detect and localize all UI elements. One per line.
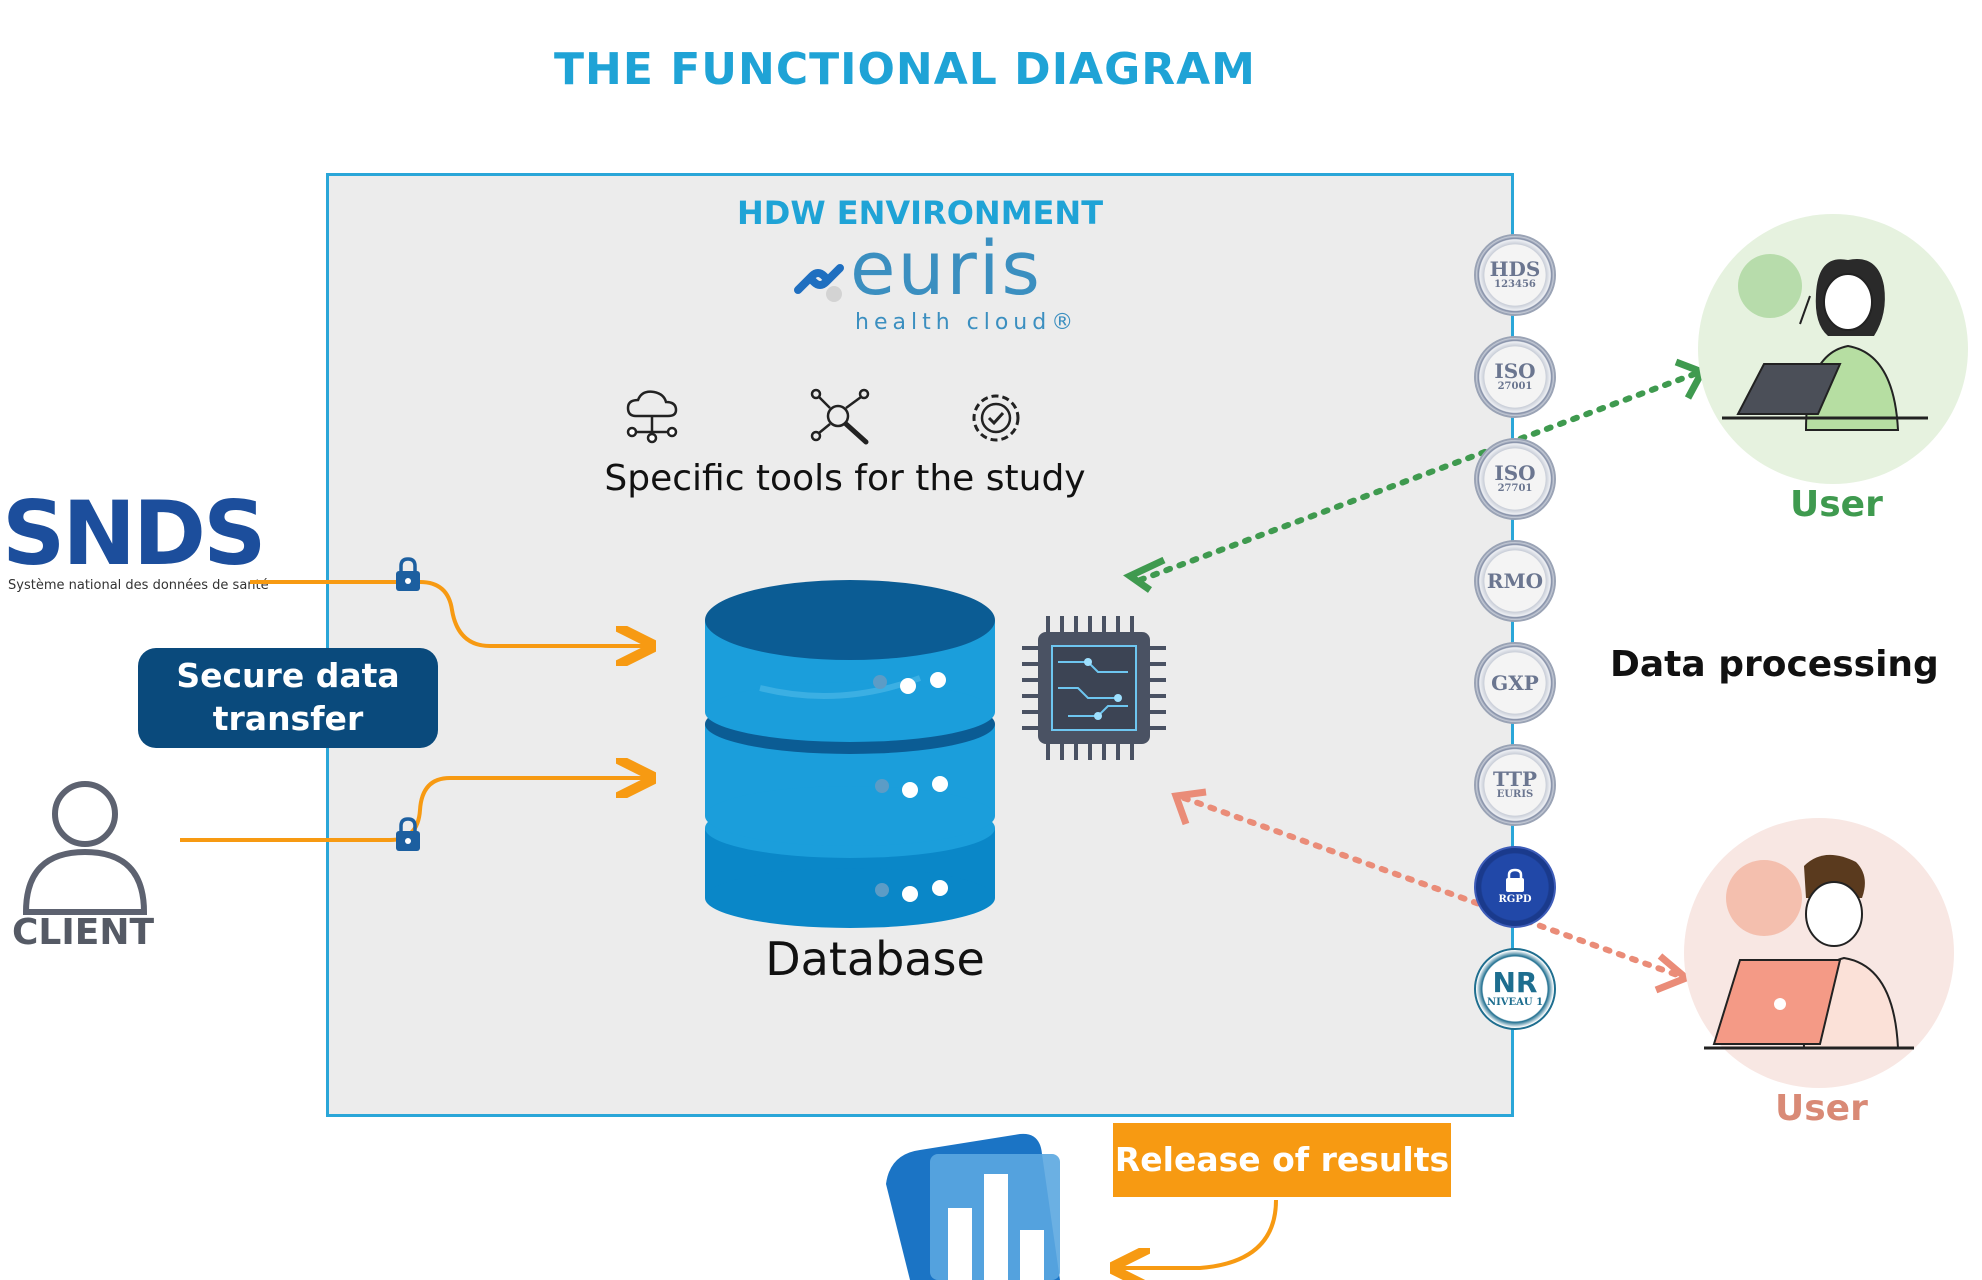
cert-gxp-badge: GXP <box>1474 642 1556 724</box>
release-results-badge: Release of results <box>1113 1123 1451 1197</box>
cloud-network-icon <box>626 390 678 444</box>
cert-iso27701-badge: ISO 27701 <box>1474 438 1556 520</box>
tools-label: Specific tools for the study <box>604 458 1086 499</box>
cert-main: ISO <box>1494 461 1536 485</box>
cert-sub: RGPD <box>1498 894 1532 905</box>
snds-transfer-line <box>250 580 648 646</box>
cert-sub: 27001 <box>1497 381 1533 392</box>
cert-sub: NIVEAU 1 <box>1486 997 1544 1008</box>
user-avatar-green <box>1698 214 1968 484</box>
cert-rgpd-badge: RGPD <box>1474 846 1556 928</box>
cert-main: RMO <box>1486 569 1544 593</box>
cert-main: GXP <box>1491 671 1539 695</box>
chip-icon <box>1022 616 1166 760</box>
cert-rmo-badge: RMO <box>1474 540 1556 622</box>
database-label: Database <box>765 932 985 986</box>
user2-arrowhead-right <box>1654 953 1693 994</box>
client-label: CLIENT <box>12 912 155 953</box>
lock-icon <box>396 817 420 851</box>
snds-subtitle: Système national des données de santé <box>8 578 269 593</box>
cert-sub: 27701 <box>1497 483 1533 494</box>
cert-ttp-badge: TTP EURIS <box>1474 744 1556 826</box>
cert-main: HDS <box>1489 257 1541 281</box>
user2-arrowhead-left <box>1171 788 1207 826</box>
cert-sub: 123456 <box>1494 279 1536 290</box>
cert-main: TTP <box>1492 767 1538 791</box>
euris-tagline: health cloud® <box>855 310 1079 335</box>
release-arrow <box>1118 1199 1278 1268</box>
cert-sub: EURIS <box>1496 789 1534 800</box>
euris-link-icon <box>794 264 844 302</box>
cert-hds-badge: HDS 123456 <box>1474 234 1556 316</box>
environment-title: HDW ENVIRONMENT <box>736 194 1104 232</box>
secure-transfer-label: Secure data transfer <box>176 656 400 738</box>
database-icon <box>705 580 995 928</box>
user1-dotted-link <box>1137 369 1703 583</box>
user-avatar-salmon <box>1684 818 1954 1088</box>
results-report-icon <box>886 1133 1060 1280</box>
secure-transfer-badge: Secure data transfer <box>138 648 438 748</box>
user2-dotted-link <box>1181 795 1683 979</box>
cert-main: NR <box>1492 966 1538 999</box>
client-person-icon <box>22 781 148 915</box>
euris-logo-text: euris <box>850 226 1042 312</box>
user1-label: User <box>1790 484 1883 525</box>
cert-iso27001-badge: ISO 27001 <box>1474 336 1556 418</box>
gear-check-icon <box>972 394 1020 442</box>
cert-nr-badge: NR NIVEAU 1 <box>1474 948 1556 1030</box>
snds-logo: SNDS <box>2 482 266 585</box>
data-processing-label: Data processing <box>1610 644 1939 685</box>
tools-network-icon <box>810 388 870 445</box>
user2-label: User <box>1775 1088 1868 1129</box>
lock-icon <box>396 557 420 591</box>
page-title: THE FUNCTIONAL DIAGRAM <box>554 44 1256 95</box>
cert-main: ISO <box>1494 359 1536 383</box>
lock-icon <box>1506 868 1524 892</box>
user1-arrowhead-left <box>1123 556 1166 593</box>
